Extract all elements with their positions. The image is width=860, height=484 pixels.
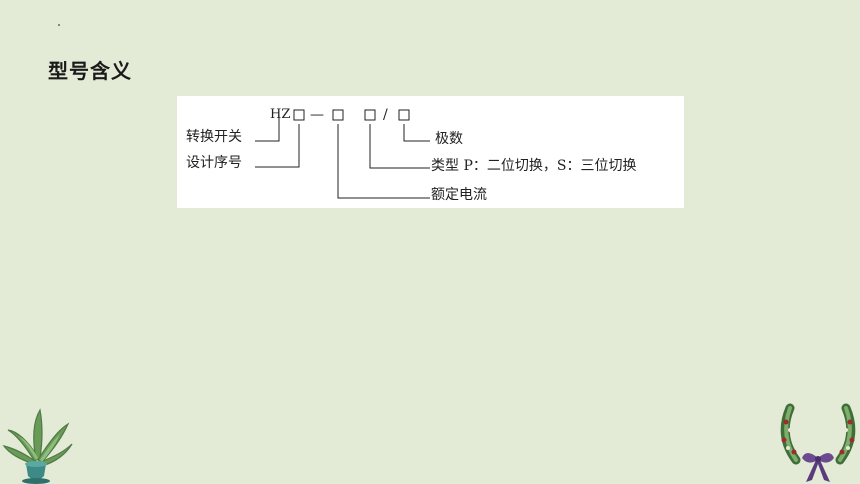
dot-mark — [58, 24, 60, 26]
diagram-lines — [255, 109, 430, 199]
slide-title: 型号含义 — [48, 59, 132, 83]
label-rated-current: 额定电流 — [431, 187, 487, 203]
plant-decoration — [2, 408, 73, 484]
label-design-serial: 设计序号 — [186, 155, 242, 171]
leader-design-serial — [255, 124, 300, 168]
leader-poles — [403, 124, 430, 142]
dash-text: — — [310, 107, 324, 123]
leader-switch-type — [255, 115, 280, 142]
leader-type — [369, 124, 430, 169]
code-box-2 — [332, 109, 344, 121]
code-box-4 — [398, 109, 410, 121]
label-type: 类型 P：二位切换，S：三位切换 — [431, 158, 637, 174]
code-box-1 — [293, 109, 305, 121]
wreath-decoration — [780, 403, 856, 482]
label-poles: 极数 — [435, 131, 463, 147]
code-box-3 — [364, 109, 376, 121]
slash-text: / — [383, 107, 388, 123]
label-switch-type: 转换开关 — [186, 129, 242, 145]
model-diagram: HZ — / 转换开关 设计序号 极数 类型 P：二位切换，S：三位切换 额定电… — [177, 96, 684, 208]
model-code-text: HZ — [270, 107, 291, 122]
leader-rated-current — [337, 124, 430, 199]
